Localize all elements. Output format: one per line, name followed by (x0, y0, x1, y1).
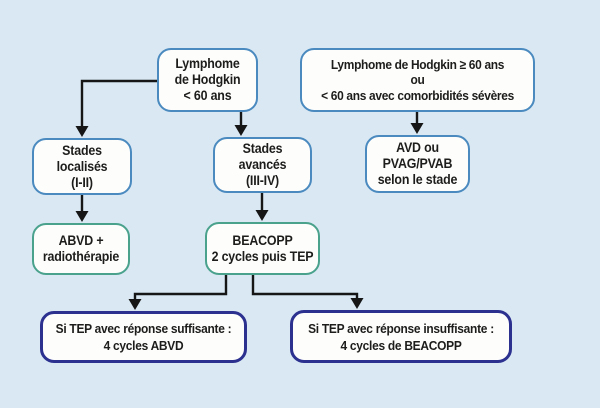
node-label-line: avancés (238, 157, 287, 172)
arrowhead-avd (410, 123, 424, 134)
arrowhead-insuffisante (350, 298, 364, 309)
node-abvd-radiotherapie: ABVD + radiothérapie (32, 223, 130, 275)
node-label-line: Stades (242, 141, 283, 156)
arrowhead-localises (75, 126, 89, 137)
node-label-line: 4 cycles ABVD (103, 338, 184, 353)
node-tep-reponse-suffisante: Si TEP avec réponse suffisante : 4 cycle… (40, 311, 247, 363)
connector-beacopp-insuffisante (251, 275, 359, 299)
node-lymphome-hodgkin-ge60: Lymphome de Hodgkin ≥ 60 ans ou < 60 ans… (300, 48, 535, 112)
connector-lt60-localises (80, 79, 157, 127)
node-label-line: ABVD + (58, 233, 104, 248)
node-tep-reponse-insuffisante: Si TEP avec réponse insuffisante : 4 cyc… (290, 310, 512, 363)
node-label-line: radiothérapie (42, 249, 120, 264)
arrowhead-suffisante (128, 299, 142, 310)
node-label-line: BEACOPP (232, 232, 293, 248)
node-label-line: AVD ou (396, 140, 439, 155)
node-label-line: localisés (56, 158, 108, 174)
node-lymphome-hodgkin-lt60: Lymphome de Hodgkin < 60 ans (157, 48, 258, 112)
node-label-line: Stades (62, 142, 102, 158)
arrowhead-avances (234, 125, 248, 136)
node-label-line: < 60 ans (183, 88, 232, 103)
node-label-line: 4 cycles de BEACOPP (340, 337, 462, 353)
node-label-line: Si TEP avec réponse suffisante : (55, 321, 232, 336)
node-label-line: selon le stade (377, 172, 458, 187)
node-label-line: < 60 ans avec comorbidités sévères (321, 87, 514, 103)
node-label-line: (III-IV) (245, 173, 280, 188)
node-label-line: Lymphome de Hodgkin ≥ 60 ans (330, 56, 505, 72)
arrowhead-abvd (75, 211, 89, 222)
node-label-line: Lymphome (175, 56, 240, 71)
node-label-line: (I-II) (71, 174, 93, 190)
node-stades-localises: Stades localisés (I-II) (32, 138, 132, 195)
node-avd-pvag-pvab: AVD ou PVAG/PVAB selon le stade (365, 135, 470, 193)
node-stades-avances: Stades avancés (III-IV) (213, 137, 312, 193)
node-label-line: Si TEP avec réponse insuffisante : (308, 320, 494, 336)
node-beacopp-2-cycles-tep: BEACOPP 2 cycles puis TEP (205, 222, 320, 275)
node-label-line: de Hodgkin (174, 72, 241, 87)
node-label-line: ou (410, 72, 425, 88)
node-label-line: PVAG/PVAB (382, 156, 453, 171)
arrowhead-beacopp (255, 210, 269, 221)
node-label-line: 2 cycles puis TEP (211, 248, 314, 264)
connector-beacopp-suffisante (133, 275, 228, 300)
